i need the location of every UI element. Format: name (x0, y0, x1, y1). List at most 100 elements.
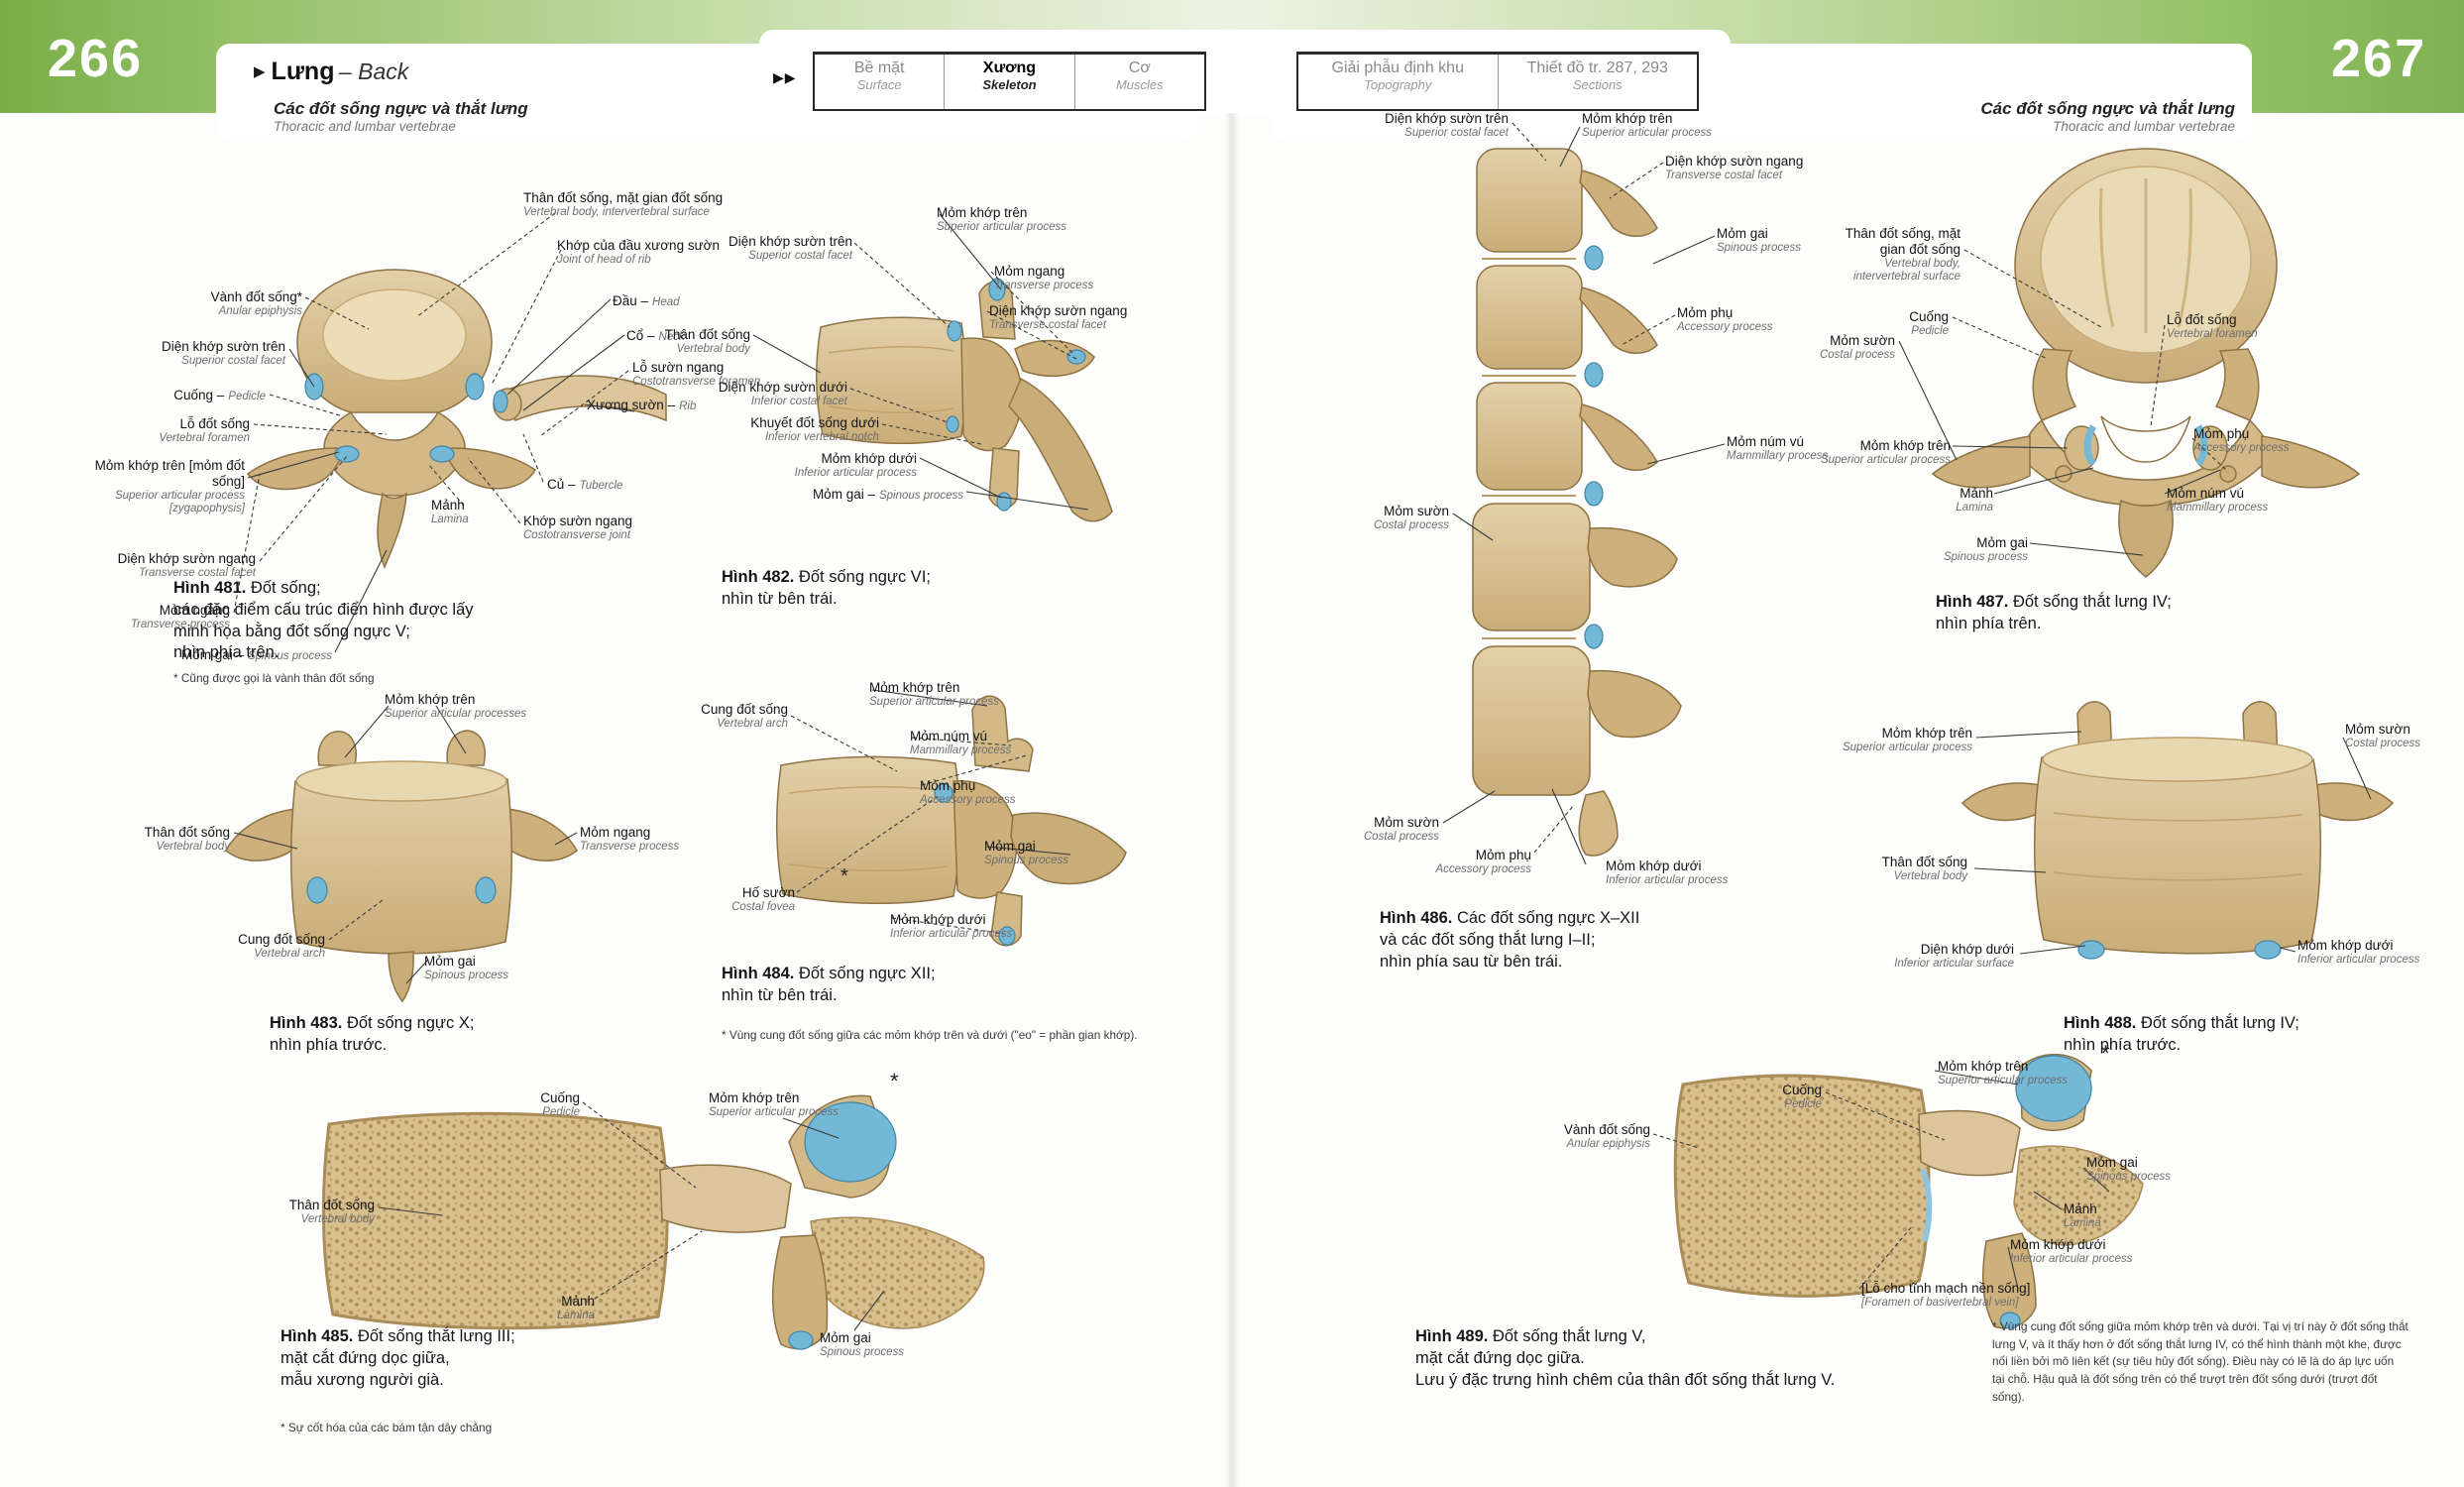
svg-text:*: * (2101, 1041, 2110, 1066)
fig488-illustration (1960, 701, 2395, 960)
fig481-illustration (246, 269, 667, 569)
fig483-caption: Hình 483. Đốt sống ngực X; nhìn phía trư… (270, 1014, 475, 1054)
svg-text:*: * (840, 865, 848, 887)
fig489-footnote: * Vùng cung đốt sống giữa mỏm khớp trên … (1992, 1319, 2408, 1404)
svg-text:*: * (890, 1069, 899, 1093)
figure-label: Đầu –Head (613, 293, 680, 308)
figure-label: Mỏm gai –Spinous process (812, 487, 963, 502)
tab-muscles[interactable]: Cơ Muscles (1073, 55, 1204, 109)
page-number-left: 266 (48, 29, 144, 88)
fig484-illustration: * (776, 695, 1127, 947)
page-subtitle-vi: Các đốt sống ngực và thắt lưng (274, 99, 528, 118)
fig485-footnote: * Sự cốt hóa của các bám tận dây chằng (280, 1421, 493, 1434)
page-number-right: 267 (2331, 29, 2427, 88)
figure-label: Cuống –Pedicle (173, 388, 266, 402)
fig484-footnote: * Vùng cung đốt sống giữa các mỏm khớp t… (722, 1028, 1138, 1042)
page-subtitle: Các đốt sống ngực và thắt lưng Thoracic … (274, 99, 528, 134)
figure-label: Củ –Tubercle (547, 477, 623, 492)
page-gutter (1225, 113, 1239, 1487)
view-tabs: Bề mặt Surface Xương Skeleton Cơ Muscles (813, 52, 1206, 111)
figure-label: Cổ –Neck (626, 328, 685, 343)
fig484-caption: Hình 484. Đốt sống ngực XII; nhìn từ bên… (722, 965, 936, 1004)
fig485-caption: Hình 485. Đốt sống thắt lưng III; mặt cắ… (280, 1327, 515, 1389)
fig482-illustration (815, 278, 1113, 522)
leader-lines (233, 122, 2372, 1331)
fig487-caption: Hình 487. Đốt sống thắt lưng IV; nhìn ph… (1936, 593, 2172, 632)
figure-label: [Lỗ cho tĩnh mạch nền sống][Foramen of b… (1861, 1281, 2031, 1309)
nav-arrows-icon[interactable]: ▶▶ (773, 69, 797, 85)
tab-topography[interactable]: Giải phẫu định khu Topography (1331, 59, 1464, 92)
section-marker-icon: ▶ (254, 63, 266, 80)
fig489-illustration: * (1673, 1041, 2144, 1329)
right-page-subtitle: Các đốt sống ngực và thắt lưng Thoracic … (1725, 99, 2235, 134)
section-title-vi: Lưng (271, 57, 335, 85)
page-subtitle-en: Thoracic and lumbar vertebrae (274, 119, 456, 134)
right-page-subtitle-vi: Các đốt sống ngực và thắt lưng (1980, 99, 2235, 118)
section-title: ▶Lưng – Back (254, 57, 408, 86)
fig482-caption: Hình 482. Đốt sống ngực VI; nhìn từ bên … (722, 568, 931, 608)
figure-label: Xương sườn –Rib (587, 398, 697, 412)
figure-label: Vành đốt sống*Anular epiphysis (210, 289, 302, 317)
tab-surface[interactable]: Bề mặt Surface (853, 59, 905, 92)
tab-skeleton[interactable]: Xương Skeleton (944, 55, 1073, 109)
tab-sections[interactable]: Thiết đồ tr. 287, 293 Sections (1497, 55, 1698, 109)
fig487-illustration (1931, 148, 2361, 578)
fig481-caption: Hình 481. Đốt sống; các đặc điểm cấu trú… (173, 579, 474, 662)
figure-label: Mỏm khớp trên [mỏm đốt sống]Superior art… (94, 458, 245, 515)
